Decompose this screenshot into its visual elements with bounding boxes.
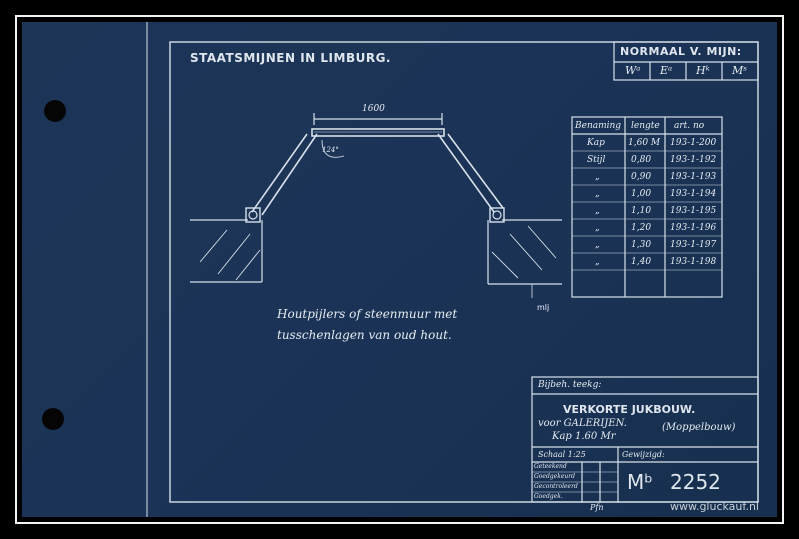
sign-row: Goedgek. <box>534 493 563 500</box>
table-cell: „ <box>595 206 600 216</box>
variant-label: (Moppelbouw) <box>662 422 736 433</box>
sign-row: Gecontroleerd <box>534 483 578 490</box>
table-cell: 193-1-195 <box>670 206 717 216</box>
binder-hole-top <box>44 100 66 122</box>
table-cell: 193-1-198 <box>670 257 717 267</box>
sign-row: Geteekend <box>534 463 567 470</box>
table-cell: „ <box>595 223 600 233</box>
reference-label: Bijbeh. teekg: <box>538 380 602 390</box>
photo-frame <box>15 15 784 524</box>
angle-label: 124° <box>322 146 339 154</box>
watermark: www.gluckauf.nl <box>669 500 759 513</box>
table-cell: 1,00 <box>631 189 652 199</box>
table-cell: 193-1-193 <box>670 172 717 182</box>
standard-cell-h: Hᵏ <box>696 64 710 77</box>
signature-mark: Pfn <box>590 503 604 512</box>
binder-hole-bottom <box>42 408 64 430</box>
table-cell: 193-1-194 <box>670 189 717 199</box>
standard-cell-e: Eᵃ <box>660 64 673 77</box>
table-cell: „ <box>595 257 600 267</box>
table-cell: 0,90 <box>631 172 652 182</box>
kap-size: Kap 1.60 Mr <box>552 431 616 442</box>
table-cell: 1,30 <box>631 240 652 250</box>
dimension-label: 1600 <box>362 104 385 114</box>
drawing-number-prefix: Mᵇ <box>627 470 653 494</box>
drawing-main-title: VERKORTE JUKBOUW. <box>563 403 696 416</box>
drawing-number: 2252 <box>670 470 721 494</box>
table-cell: Stijl <box>587 155 606 165</box>
table-cell: 193-1-200 <box>670 138 717 148</box>
table-cell: 193-1-196 <box>670 223 717 233</box>
initials-mark: mlj <box>537 303 550 312</box>
table-header-length: lengte <box>631 121 660 131</box>
sign-row: Goedgekeurd <box>534 473 575 480</box>
note-line-2: tusschenlagen van oud hout. <box>277 328 452 342</box>
drawing-subtitle: voor GALERIJEN. <box>538 418 627 429</box>
table-cell: „ <box>595 172 600 182</box>
table-cell: 1,10 <box>631 206 652 216</box>
standard-cell-w: Wᵃ <box>625 64 641 77</box>
standard-label: NORMAAL V. MIJN: <box>620 45 742 58</box>
table-cell: 1,60 M <box>628 138 661 148</box>
table-cell: „ <box>595 240 600 250</box>
blueprint-linework <box>146 22 759 517</box>
blueprint-sheet: STAATSMIJNEN IN LIMBURG. NORMAAL V. MIJN… <box>22 22 777 517</box>
table-cell: Kap <box>587 138 605 148</box>
table-cell: 193-1-192 <box>670 155 717 165</box>
table-cell: „ <box>595 189 600 199</box>
table-header-name: Benaming <box>575 121 622 131</box>
table-cell: 1,20 <box>631 223 652 233</box>
changes-label: Gewijzigd: <box>622 450 665 459</box>
scale-label: Schaal 1:25 <box>538 450 586 459</box>
table-header-artno: art. no <box>674 121 705 131</box>
table-cell: 0,80 <box>631 155 652 165</box>
note-line-1: Houtpijlers of steenmuur met <box>277 307 458 321</box>
table-cell: 1,40 <box>631 257 652 267</box>
sheet-title: STAATSMIJNEN IN LIMBURG. <box>190 51 391 65</box>
table-cell: 193-1-197 <box>670 240 717 250</box>
standard-cell-m: Mˢ <box>732 64 747 77</box>
